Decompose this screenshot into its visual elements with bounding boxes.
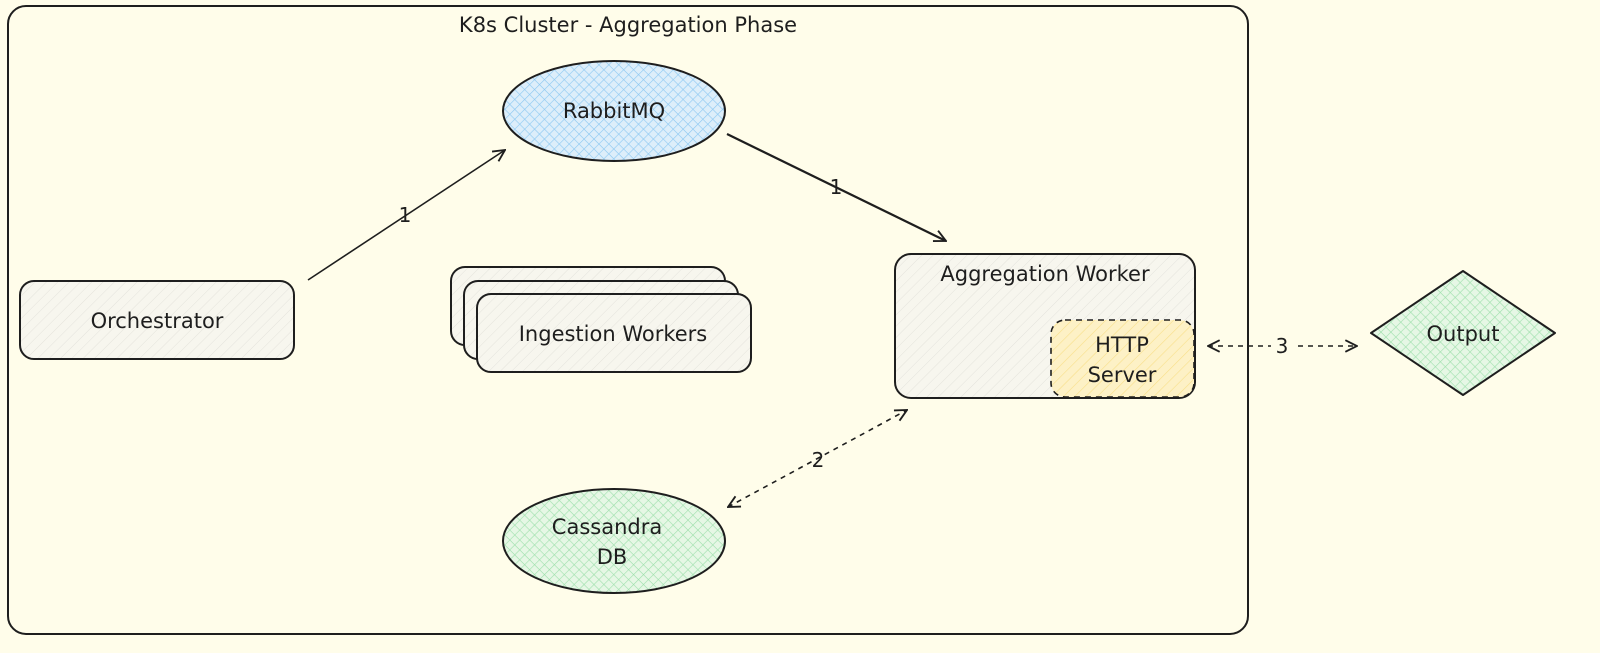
cassandra-line2: DB	[597, 545, 628, 569]
ingestion-workers-label: Ingestion Workers	[519, 322, 708, 346]
http-server-line1: HTTP	[1095, 333, 1149, 357]
output-label: Output	[1427, 322, 1500, 346]
edge-http-output: 3	[1208, 334, 1357, 358]
cluster-title: K8s Cluster - Aggregation Phase	[459, 13, 797, 37]
output-node[interactable]: Output	[1370, 270, 1556, 396]
edge-label-2: 2	[812, 448, 825, 472]
rabbitmq-node[interactable]: RabbitMQ	[502, 60, 726, 162]
edge-label-1a: 1	[399, 203, 412, 227]
http-server-node[interactable]: HTTP Server	[1050, 319, 1195, 398]
orchestrator-node[interactable]: Orchestrator	[19, 280, 295, 360]
edge-rabbitmq-to-aggregation: 1	[726, 133, 946, 241]
cassandra-line1: Cassandra	[552, 515, 662, 539]
aggregation-worker-label: Aggregation Worker	[940, 262, 1150, 286]
http-server-line2: Server	[1088, 363, 1157, 387]
edge-orchestrator-to-rabbitmq: 1	[307, 150, 505, 281]
edge-label-1b: 1	[830, 175, 843, 199]
edge-aggregation-cassandra: 2	[728, 410, 907, 507]
cassandra-db-node[interactable]: Cassandra DB	[502, 488, 726, 594]
cluster-frame: K8s Cluster - Aggregation Phase	[7, 5, 1249, 635]
orchestrator-label: Orchestrator	[91, 309, 224, 333]
edge-label-3: 3	[1276, 334, 1289, 358]
ingestion-workers-node[interactable]: Ingestion Workers	[450, 266, 752, 373]
rabbitmq-label: RabbitMQ	[563, 99, 665, 123]
